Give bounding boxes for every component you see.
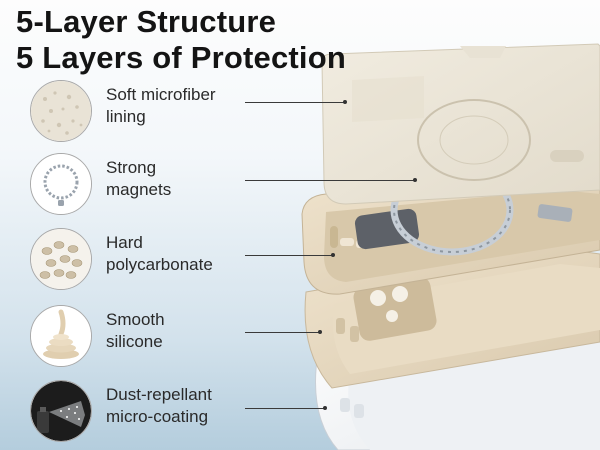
callout-line <box>245 408 325 409</box>
page-subtitle: 5 Layers of Protection <box>16 40 346 75</box>
polycarbonate-icon <box>30 228 92 290</box>
silicone-icon <box>30 305 92 367</box>
callout-line <box>245 255 333 256</box>
callout-line <box>245 180 415 181</box>
callout-line <box>245 102 345 103</box>
callout-dot <box>413 178 417 182</box>
magnets-icon <box>30 153 92 215</box>
microfiber-icon <box>30 80 92 142</box>
spray-icon <box>30 380 92 442</box>
callout-line <box>245 332 320 333</box>
page-title: 5-Layer Structure <box>16 4 277 39</box>
callout-dot <box>331 253 335 257</box>
callout-dot <box>318 330 322 334</box>
callout-dot <box>323 406 327 410</box>
microfiber-layer <box>321 43 600 205</box>
callout-dot <box>343 100 347 104</box>
